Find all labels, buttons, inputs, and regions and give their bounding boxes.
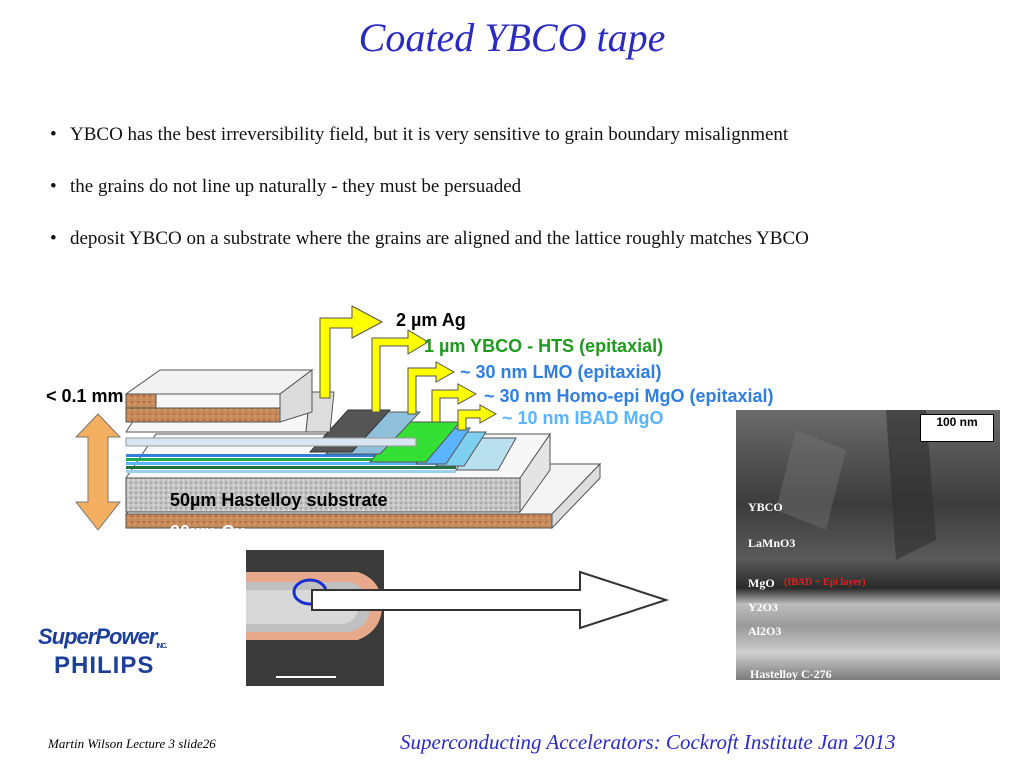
footer-slide-number: Martin Wilson Lecture 3 slide26	[48, 736, 216, 751]
hastelloy-front-pale	[125, 437, 417, 447]
tape-layer-diagram: < 0.1 mm 2 µm Ag 1 µm YBCO - HTS (epitax…	[46, 305, 774, 542]
thickness-label: < 0.1 mm	[46, 386, 124, 406]
slide-title: Coated YBCO tape	[358, 15, 666, 60]
hastelloy-label: 50µm Hastelloy substrate	[170, 490, 387, 510]
ag-arrow	[319, 305, 384, 399]
bullet-glyph: •	[50, 176, 57, 197]
ibad-arrow	[457, 404, 498, 431]
bullet-text: YBCO has the best irreversibility field,…	[70, 124, 789, 145]
footer-course-title: Superconducting Accelerators: Cockroft I…	[400, 730, 896, 754]
cu-layer-side	[551, 462, 601, 530]
lmo-arrow	[407, 361, 456, 415]
homo-arrow	[431, 383, 478, 423]
ag-label: 2 µm Ag	[396, 310, 466, 330]
superpower-wordmark: SuperPower	[38, 624, 157, 649]
tem-label-y2o3: Y2O3	[748, 600, 778, 614]
bullet-item: • YBCO has the best irreversibility field…	[48, 124, 1008, 146]
thickness-arrow	[74, 413, 122, 531]
scale-bar: 100 nm	[920, 414, 994, 442]
buffer-stripe	[126, 454, 456, 457]
buffer-stripe	[126, 470, 456, 473]
bullet-glyph: •	[50, 228, 57, 249]
top-copper-front	[125, 407, 281, 423]
top-copper-slab-side	[279, 369, 313, 423]
superpower-logo: SuperPowerINC.	[38, 624, 167, 650]
cu-label: 20µm Cu	[170, 522, 245, 542]
bullet-text: deposit YBCO on a substrate where the gr…	[70, 228, 809, 249]
bullet-item: • deposit YBCO on a substrate where the g…	[48, 228, 1008, 250]
top-copper-front	[125, 393, 157, 409]
homo-label: ~ 30 nm Homo-epi MgO (epitaxial)	[484, 386, 774, 406]
bullet-list: • YBCO has the best irreversibility field…	[48, 124, 1008, 280]
tem-label-mgo: MgO	[748, 576, 775, 590]
ybco-label: 1 µm YBCO - HTS (epitaxial)	[424, 336, 663, 356]
bullet-glyph: •	[50, 124, 57, 145]
tem-label-mgo-note: (IBAD + Epi layer)	[784, 577, 866, 588]
tem-label-lamno3: LaMnO3	[748, 536, 796, 550]
buffer-stripe	[126, 458, 456, 461]
ibad-label: ~ 10 nm IBAD MgO	[502, 408, 664, 428]
tem-label-al2o3: Al2O3	[748, 624, 782, 638]
bullet-text: the grains do not line up naturally - th…	[70, 176, 522, 197]
lmo-label: ~ 30 nm LMO (epitaxial)	[460, 362, 662, 382]
bullet-item: • the grains do not line up naturally - t…	[48, 176, 1008, 198]
tem-label-ybco: YBCO	[748, 500, 783, 514]
philips-logo: PHILIPS	[54, 652, 155, 679]
buffer-stripe	[126, 466, 456, 469]
superpower-suffix: INC.	[156, 643, 167, 650]
ybco-arrow	[371, 329, 429, 413]
tem-label-hastelloy: Hastelloy C-276	[750, 667, 832, 681]
tem-image	[736, 410, 1000, 680]
magnify-arrow	[311, 570, 670, 630]
buffer-stripe	[126, 462, 456, 465]
